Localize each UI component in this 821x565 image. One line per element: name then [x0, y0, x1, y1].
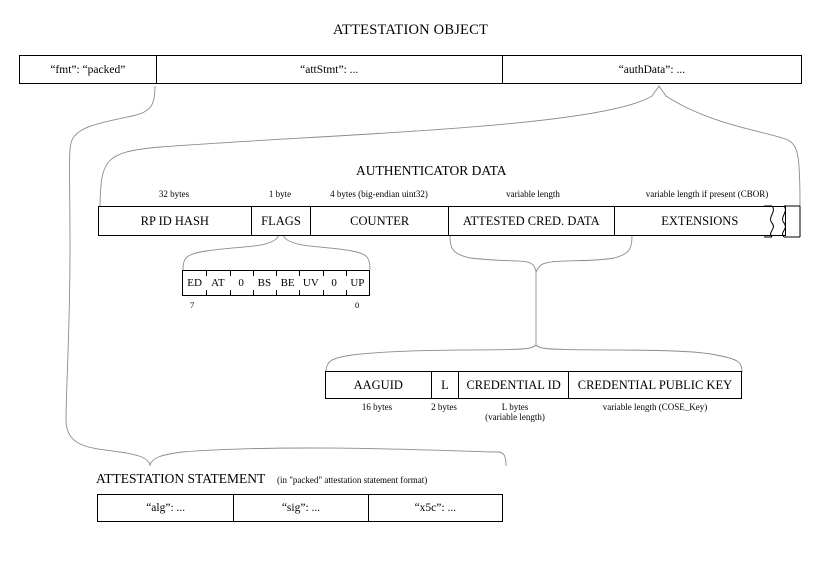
size-label-counter: 4 bytes (big-endian uint32) [330, 189, 428, 199]
size-label-aaguid: 16 bytes [361, 402, 393, 412]
cred-cell-aaguid[interactable]: AAGUID [353, 377, 403, 392]
attestation-object-row: “fmt”: “packed” “attStmt”: ... “authData… [19, 55, 802, 84]
attestation-object-cell-attstmt[interactable]: “attStmt”: ... [155, 56, 502, 83]
break-edge-icon [764, 205, 801, 238]
flag-bit-5[interactable]: 0 [229, 271, 253, 295]
flag-bit-0[interactable]: UP [345, 271, 369, 295]
size-label-credential-public-key: variable length (COSE_Key) [602, 402, 708, 412]
authenticator-data-title: AUTHENTICATOR DATA [356, 163, 507, 178]
flags-byte-box: ED AT 0 BS BE UV 0 UP [182, 270, 370, 296]
flag-bit-3[interactable]: BE [276, 271, 299, 295]
flag-bit-1[interactable]: 0 [322, 271, 346, 295]
attestation-object-cell-authdata[interactable]: “authData”: ... [501, 56, 801, 83]
flag-bit-4[interactable]: BS [252, 271, 276, 295]
attested-credential-data-row: AAGUID L CREDENTIAL ID CREDENTIAL PUBLIC… [325, 371, 742, 399]
flag-index-high: 7 [190, 300, 195, 310]
stmt-cell-alg[interactable]: “alg”: ... [146, 502, 186, 514]
auth-cell-flags[interactable]: FLAGS [250, 207, 311, 235]
attestation-statement-title: ATTESTATION STATEMENT [96, 471, 266, 486]
auth-cell-attested-cred-data[interactable]: ATTESTED CRED. DATA [447, 207, 614, 235]
stmt-cell-sig[interactable]: “sig”: ... [233, 495, 367, 521]
size-label-attested-cred-data: variable length [506, 189, 560, 199]
authenticator-data-row: RP ID HASH FLAGS COUNTER ATTESTED CRED. … [98, 206, 786, 236]
attestation-object-cell-fmt[interactable]: “fmt”: “packed” [50, 63, 126, 76]
attestation-statement-note: (in "packed" attestation statement forma… [277, 475, 428, 485]
flag-bit-2[interactable]: UV [299, 271, 322, 295]
cred-cell-credential-id[interactable]: CREDENTIAL ID [458, 372, 567, 398]
size-label-credential-id-line1: L bytes [501, 402, 529, 412]
size-label-credential-id: L bytes (variable length) [485, 402, 545, 423]
size-label-flags: 1 byte [268, 189, 292, 199]
flag-bit-7[interactable]: ED [187, 277, 202, 289]
cred-cell-l[interactable]: L [430, 372, 459, 398]
flag-bit-6[interactable]: AT [206, 271, 229, 295]
stmt-cell-x5c[interactable]: “x5c”: ... [367, 495, 502, 521]
size-label-extensions: variable length if present (CBOR) [645, 189, 769, 199]
cred-cell-credential-public-key[interactable]: CREDENTIAL PUBLIC KEY [567, 372, 741, 398]
auth-cell-rp-id-hash[interactable]: RP ID HASH [140, 213, 209, 228]
auth-cell-extensions[interactable]: EXTENSIONS [613, 207, 786, 235]
size-label-l: 2 bytes [431, 402, 457, 412]
auth-cell-counter[interactable]: COUNTER [310, 207, 448, 235]
size-label-credential-id-line2: (variable length) [485, 412, 545, 423]
size-label-rp-id-hash: 32 bytes [158, 189, 190, 199]
page-title: ATTESTATION OBJECT [332, 22, 489, 38]
attestation-statement-row: “alg”: ... “sig”: ... “x5c”: ... [97, 494, 503, 522]
flag-index-low: 0 [355, 300, 360, 310]
